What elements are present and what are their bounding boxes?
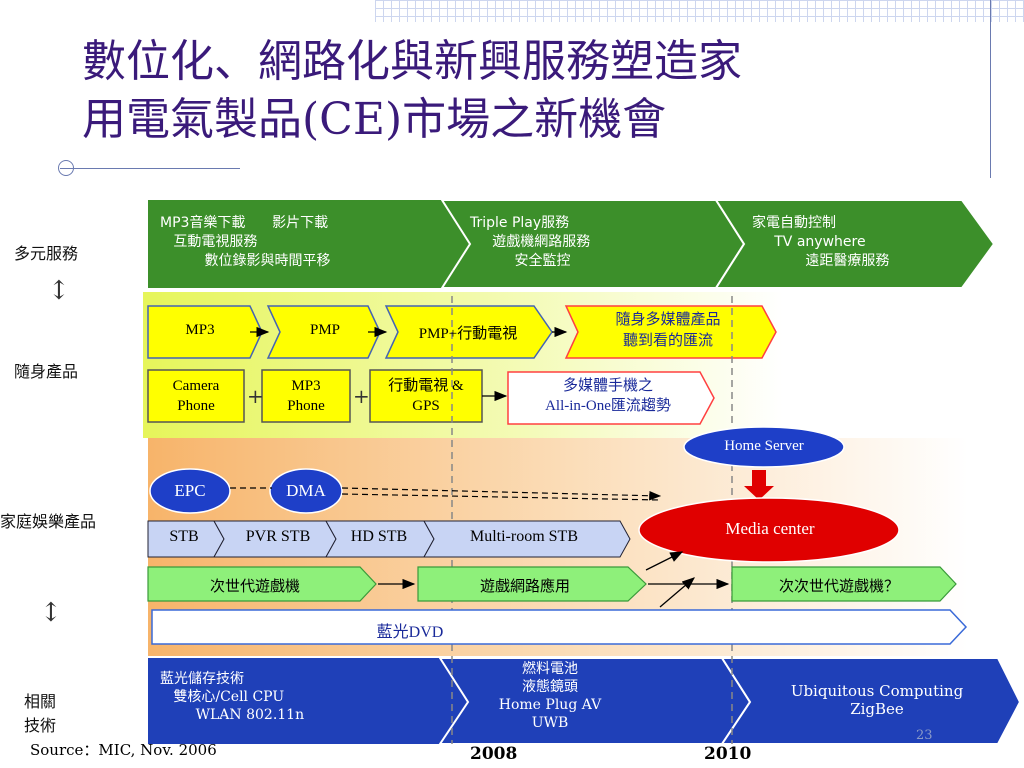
label-portable-trend: 隨身多媒體產品 聽到看的匯流 (615, 312, 721, 349)
row-label-services: 多元服務 (14, 244, 79, 263)
right-rule (990, 0, 991, 178)
box-pmp (266, 305, 381, 359)
service-chevron-1 (148, 200, 470, 288)
box-camera-phone (147, 369, 245, 423)
label-online-gaming: 遊戲網路應用 (479, 579, 570, 595)
label-mp3-phone: MP3 Phone (287, 378, 325, 414)
oval-media-center (638, 497, 900, 563)
box-online-gaming (417, 566, 647, 602)
double-arrow-icon: ↕ (48, 276, 70, 306)
label-pmp-tv: PMP+行動電視 (418, 326, 518, 342)
page-number: 23 (916, 728, 933, 743)
slide-title-line1: 數位化、網路化與新興服務塑造家 (82, 36, 742, 87)
label-epc: EPC (174, 481, 206, 500)
box-pmp-tv (384, 305, 553, 359)
service-text-1: MP3音樂下載 影片下載 互動電視服務 數位錄影與時間平移 (160, 215, 331, 269)
box-bluray (151, 609, 968, 645)
box-mp3 (147, 305, 263, 359)
label-pmp: PMP (309, 322, 341, 338)
row-label-tech-2: 技術 (24, 716, 57, 735)
plus-sign-2: + (353, 384, 370, 408)
label-camera-phone: Camera Phone (172, 378, 220, 414)
label-multiroom-stb: Multi-room STB (469, 528, 578, 545)
label-pvr-stb: PVR STB (245, 528, 311, 545)
service-text-3: 家電自動控制 TV anywhere 遠距醫療服務 (752, 215, 890, 269)
label-stb: STB (169, 528, 199, 545)
row-label-home: 家庭娛樂產品 (0, 512, 97, 531)
box-multiroom-stb (423, 520, 631, 558)
oval-home-server (683, 426, 845, 468)
tech-text-3: Ubiquitous Computing ZigBee (790, 682, 964, 718)
row-label-portable: 隨身產品 (14, 362, 79, 381)
box-allinone (507, 371, 715, 425)
tech-chevron-1 (148, 658, 468, 744)
year-2008: 2008 (470, 744, 518, 764)
box-portable-trend (564, 305, 777, 359)
year-2010: 2010 (704, 744, 752, 764)
tech-chevron-3 (720, 657, 1022, 745)
label-home-server: Home Server (724, 438, 804, 454)
double-arrow-icon: ↕ (40, 598, 62, 628)
label-allinone: 多媒體手機之 All-in-One匯流趨勢 (545, 378, 671, 414)
label-next-gen-console: 次世代遊戲機 (209, 579, 300, 595)
oval-dma (269, 468, 343, 514)
slide-title-line2: 用電氣製品(CE)市場之新機會 (82, 94, 667, 145)
plus-sign-1: + (247, 384, 264, 408)
label-dma: DMA (286, 481, 326, 500)
label-next-next-console: 次次世代遊戲機？ (778, 579, 899, 595)
label-media-center: Media center (725, 519, 815, 538)
tech-text-1: 藍光儲存技術 雙核心/Cell CPU WLAN 802.11n (160, 671, 305, 723)
box-next-gen-console (147, 566, 377, 602)
box-mp3-phone (261, 369, 351, 423)
box-mobile-tv-gps (369, 369, 483, 423)
tech-text-2: 燃料電池 液態鏡頭 Home Plug AV UWB (498, 661, 602, 731)
box-next-next-console (731, 566, 957, 602)
label-mobile-tv-gps: 行動電視 & GPS (388, 378, 464, 414)
oval-epc (149, 468, 231, 514)
service-chevron-3 (714, 199, 996, 289)
source-note: Source：MIC, Nov. 2006 (30, 741, 217, 759)
header-circle-icon (58, 160, 74, 176)
header-rule (60, 168, 240, 169)
header-grid-decoration (375, 0, 1024, 22)
label-bluray: 藍光DVD (376, 624, 444, 641)
service-text-2: Triple Play服務 遊戲機網路服務 安全監控 (470, 215, 591, 269)
row-label-tech-1: 相關 (24, 692, 57, 711)
label-hd-stb: HD STB (350, 528, 408, 545)
label-mp3: MP3 (185, 322, 215, 338)
